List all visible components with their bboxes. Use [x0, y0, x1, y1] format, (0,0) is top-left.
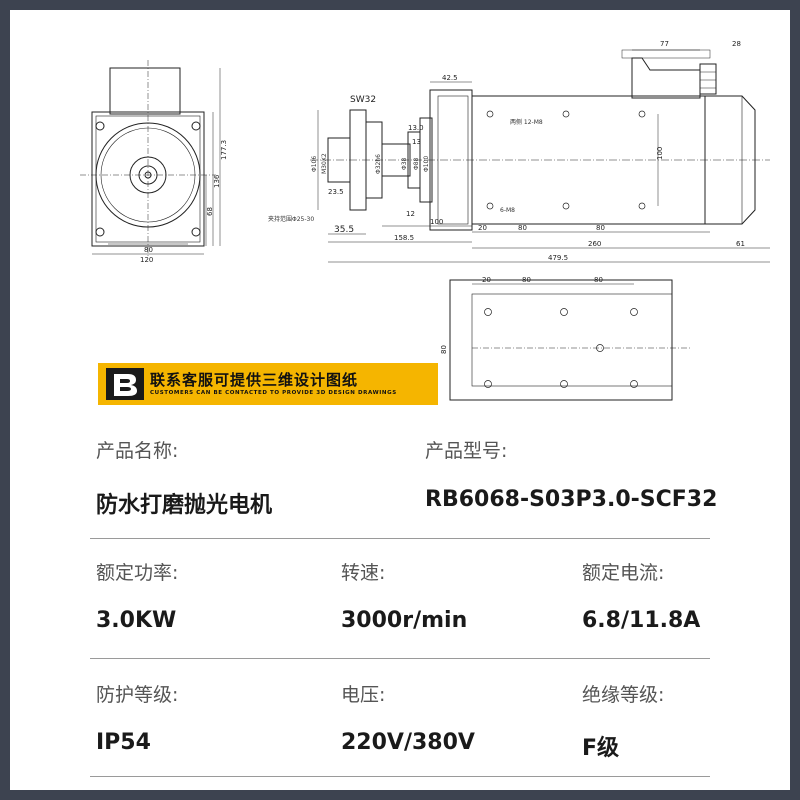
dim-177-3: 177.3 [220, 140, 228, 160]
protection-value: IP54 [96, 730, 151, 755]
dim-28: 28 [732, 40, 741, 48]
divider-2 [90, 658, 710, 659]
base-plate-view [449, 279, 690, 401]
voltage-value: 220V/380V [341, 730, 475, 755]
insulation-value: F级 [582, 736, 620, 761]
product-name-value: 防水打磨抛光电机 [96, 493, 273, 518]
dim-260: 260 [588, 240, 601, 248]
brand-logo-icon [106, 368, 144, 400]
product-name-label: 产品名称: [96, 440, 179, 462]
dim-42-5: 42.5 [442, 74, 458, 82]
banner-title: 联系客服可提供三维设计图纸 [150, 371, 359, 389]
front-view [80, 60, 221, 256]
divider-3 [90, 776, 710, 777]
voltage-label: 电压: [341, 684, 386, 706]
power-label: 额定功率: [96, 562, 179, 584]
dim-m30x2: M30X2 [321, 153, 328, 174]
dim-13: 13 [412, 138, 421, 146]
plate-dim-80-a: 80 [522, 276, 531, 284]
plate-dim-80-v: 80 [440, 345, 448, 354]
dim-120: 120 [140, 256, 153, 264]
dim-80-front: 80 [144, 246, 153, 254]
dim-phi88: Φ88 [413, 157, 420, 170]
current-label: 额定电流: [582, 562, 665, 584]
divider-1 [90, 538, 710, 539]
dim-100-shaft: 100 [430, 218, 443, 226]
protection-label: 防护等级: [96, 684, 179, 706]
dim-80-b: 80 [596, 224, 605, 232]
dim-13-0: 13.0 [408, 124, 424, 132]
dim-100-body: 100 [656, 147, 664, 160]
current-value: 6.8/11.8A [582, 608, 701, 633]
technical-drawing: 80 120 177.3 136 68 77 28 42.5 SW32 13.0… [10, 10, 790, 410]
speed-label: 转速: [341, 562, 386, 584]
side-view [310, 49, 770, 263]
dim-23-5: 23.5 [328, 188, 344, 196]
dim-phi100: Φ100 [423, 156, 430, 172]
dim-136: 136 [213, 174, 221, 188]
dim-80-a: 80 [518, 224, 527, 232]
dim-phi106: Φ106 [311, 156, 318, 172]
dim-68: 68 [206, 207, 214, 216]
holes-bottom-label: 6-M8 [500, 207, 515, 214]
dim-61: 61 [736, 240, 745, 248]
cad-drawing-banner: 联系客服可提供三维设计图纸 CUSTOMERS CAN BE CONTACTED… [98, 363, 438, 405]
dim-20: 20 [478, 224, 487, 232]
banner-subtitle: CUSTOMERS CAN BE CONTACTED TO PROVIDE 3D… [150, 390, 397, 396]
dim-158-5: 158.5 [394, 234, 414, 242]
insulation-label: 绝缘等级: [582, 684, 665, 706]
speed-value: 3000r/min [341, 608, 468, 633]
dim-35-5: 35.5 [334, 225, 354, 235]
dim-12: 12 [406, 210, 415, 218]
plate-dim-20: 20 [482, 276, 491, 284]
dim-479-5: 479.5 [548, 254, 568, 262]
dim-phi38: Φ38 [401, 157, 408, 170]
dim-sw32: SW32 [350, 95, 376, 105]
clamp-range-label: 夹持范围Φ25-30 [268, 215, 314, 223]
model-label: 产品型号: [425, 440, 508, 462]
dim-phi32h6: Φ32h6 [375, 154, 382, 174]
holes-side-label: 两侧 12-M8 [510, 118, 543, 126]
model-value: RB6068-S03P3.0-SCF32 [425, 487, 718, 512]
dim-77: 77 [660, 40, 669, 48]
power-value: 3.0KW [96, 608, 177, 633]
plate-dim-80-b: 80 [594, 276, 603, 284]
motor-dimension-drawing: 80 120 177.3 136 68 77 28 42.5 SW32 13.0… [80, 40, 770, 401]
spec-card: 80 120 177.3 136 68 77 28 42.5 SW32 13.0… [10, 10, 790, 790]
